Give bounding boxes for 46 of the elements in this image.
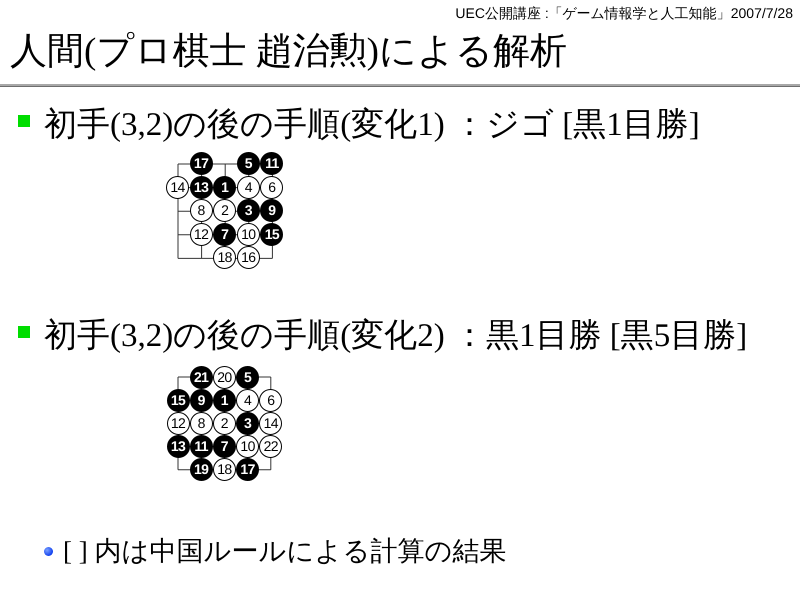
go-stone: 11 <box>260 152 284 175</box>
go-stone: 17 <box>190 152 213 175</box>
go-stone: 7 <box>213 222 236 246</box>
go-board <box>166 152 284 270</box>
bullet-text: 初手(3,2)の後の手順(変化1) ：ジゴ [黒1目勝] <box>44 109 700 142</box>
go-stone: 8 <box>190 412 213 435</box>
go-stone: 13 <box>166 435 190 458</box>
slide-title: 人間(プロ棋士 趙治勲)による解析 <box>10 33 567 70</box>
go-stone: 4 <box>236 176 260 199</box>
go-stone: 9 <box>260 199 284 222</box>
go-stone: 1 <box>212 388 236 412</box>
go-stone: 7 <box>212 435 236 458</box>
go-stone: 10 <box>236 222 260 246</box>
header-text: UEC公開講座 :「ゲーム情報学と人工知能」2007/7/28 <box>455 6 793 20</box>
go-stone: 21 <box>190 366 213 388</box>
go-stone: 14 <box>166 176 189 199</box>
go-stone: 6 <box>260 176 284 199</box>
go-stone: 4 <box>236 388 260 412</box>
go-stone: 12 <box>190 222 213 246</box>
go-stone: 2 <box>213 199 236 222</box>
go-stone: 1 <box>213 176 236 199</box>
go-stone: 17 <box>236 458 260 482</box>
go-board <box>166 365 283 482</box>
go-stone: 5 <box>236 152 260 175</box>
go-stone: 15 <box>260 222 284 246</box>
go-stone: 6 <box>259 388 282 412</box>
go-stone: 2 <box>212 412 236 435</box>
go-stone: 12 <box>166 412 190 435</box>
go-stone: 18 <box>212 458 236 482</box>
go-stone: 18 <box>213 246 236 270</box>
go-stone: 16 <box>236 246 260 270</box>
go-stone: 3 <box>236 412 260 435</box>
go-stone: 14 <box>259 412 282 435</box>
go-stone: 20 <box>212 366 236 388</box>
go-stone: 22 <box>259 435 282 458</box>
go-stone: 5 <box>236 366 260 388</box>
go-stone: 13 <box>190 176 213 199</box>
go-stone: 3 <box>236 199 260 222</box>
go-stone: 19 <box>190 458 213 482</box>
go-stone: 10 <box>236 435 260 458</box>
bullet-text: 初手(3,2)の後の手順(変化2) ：黒1目勝 [黒5目勝] <box>44 320 748 353</box>
bullet-text: [ ] 内は中国ルールによる計算の結果 <box>63 538 506 565</box>
go-stone: 8 <box>190 199 213 222</box>
go-stone: 11 <box>190 435 213 458</box>
go-stone: 9 <box>190 388 213 412</box>
go-stone: 15 <box>166 388 190 412</box>
